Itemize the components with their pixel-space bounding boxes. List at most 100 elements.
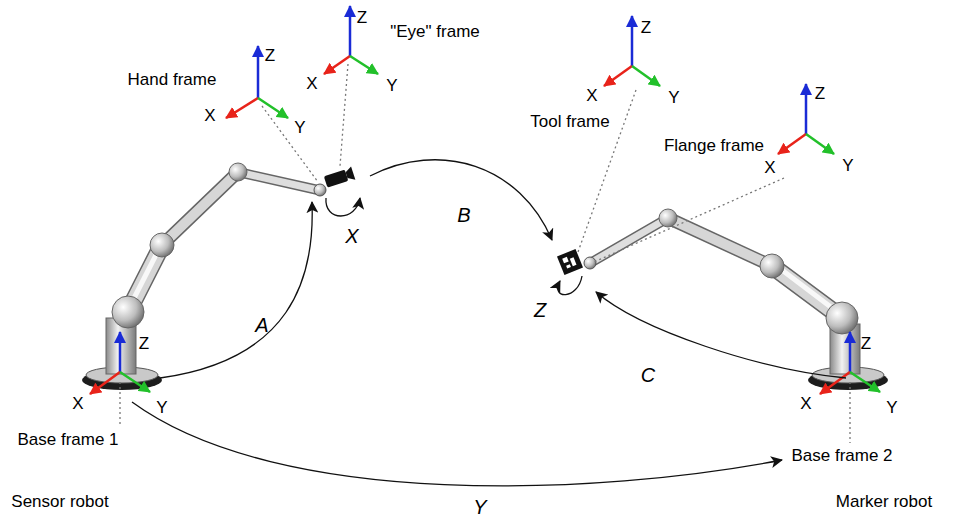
x-axis <box>324 56 350 74</box>
frame-name-text: Hand frame <box>128 70 217 89</box>
leader-line <box>262 106 318 182</box>
axis-label-text: X <box>306 74 317 93</box>
axis-label: X <box>306 74 317 94</box>
transform-label: C <box>641 364 655 387</box>
robot-forearm <box>162 172 238 245</box>
y-axis <box>806 134 834 154</box>
frame-name-text: Base frame 2 <box>791 446 892 465</box>
axis-label-text: X <box>764 158 775 177</box>
transform-arrow <box>160 202 312 378</box>
transform-arrow <box>326 198 360 216</box>
frame-name: Base frame 1 <box>17 430 118 450</box>
frame-name-text: Tool frame <box>530 112 609 131</box>
z-axis <box>119 332 122 372</box>
robot-forearm <box>162 172 238 245</box>
camera-lens <box>344 166 355 181</box>
marker-cell <box>562 257 569 264</box>
frame-name: "Eye" frame <box>390 22 480 42</box>
robot-forearm <box>668 218 772 266</box>
transform-label-text: C <box>641 364 655 386</box>
transform-label: A <box>255 314 268 337</box>
transform-arrows <box>132 160 846 486</box>
transform-label-text: X <box>345 225 358 247</box>
axis-label-text: Z <box>641 18 651 37</box>
z-axis <box>257 46 260 98</box>
y-axis <box>258 98 288 118</box>
frame-name-text: Flange frame <box>664 136 764 155</box>
z-axis <box>349 6 352 56</box>
robot-name-text: Marker robot <box>836 492 932 511</box>
axis-label-text: Y <box>668 88 679 107</box>
axis-label: Y <box>156 398 167 418</box>
transform-arrow <box>370 160 552 240</box>
frame-name-text: Base frame 1 <box>17 430 118 449</box>
axis-label: X <box>204 106 215 126</box>
axis-label-text: Z <box>861 334 871 353</box>
frame-name-text: "Eye" frame <box>390 22 480 41</box>
transform-label: B <box>457 204 470 227</box>
y-axis <box>120 372 150 392</box>
marker-robot <box>557 209 888 390</box>
transform-label: Z <box>534 299 546 322</box>
transform-label: X <box>345 225 358 248</box>
camera-symbol <box>323 166 355 188</box>
axis-label: Z <box>861 334 871 354</box>
marker-symbol <box>557 249 583 275</box>
transform-label-text: A <box>255 314 268 336</box>
x-axis <box>604 66 632 86</box>
leader-line <box>119 382 120 426</box>
leader-line <box>594 178 784 262</box>
marker-cell <box>566 264 571 268</box>
robot-joint <box>659 209 677 227</box>
axis-label: Z <box>357 8 367 28</box>
robot-joint <box>112 296 144 328</box>
robot-joint <box>150 233 174 257</box>
robot-flange <box>584 257 596 269</box>
y-axis <box>850 372 880 392</box>
robot-forearm <box>668 218 772 266</box>
transform-label-text: B <box>457 204 470 226</box>
z-axis <box>631 16 634 66</box>
x-axis <box>90 372 120 394</box>
x-axis <box>226 98 258 118</box>
leader-line <box>849 382 850 443</box>
axis-label: Z <box>641 18 651 38</box>
robot-name: Marker robot <box>836 492 932 512</box>
axis-label: Y <box>842 156 853 176</box>
marker-cell <box>570 257 577 266</box>
axis-label-text: X <box>204 106 215 125</box>
robot-highlight <box>774 264 840 314</box>
z-axis <box>805 84 808 134</box>
axis-label-text: X <box>800 394 811 413</box>
transform-arrow <box>596 292 846 378</box>
axis-label: X <box>800 394 811 414</box>
z-axis <box>849 332 852 372</box>
axis-label-text: Z <box>265 46 275 65</box>
axis-label: X <box>72 394 83 414</box>
axis-label-text: Y <box>386 76 397 95</box>
robot-wrist-link <box>238 172 318 190</box>
axis-label-text: Y <box>156 398 167 417</box>
axis-label: X <box>586 86 597 106</box>
axis-label: Z <box>815 84 825 104</box>
axis-label: Y <box>294 118 305 138</box>
camera-body <box>324 170 349 188</box>
coordinate-frames <box>90 6 880 394</box>
y-axis <box>350 56 378 74</box>
sensor-robot <box>82 163 355 390</box>
axis-label-text: Z <box>139 334 149 353</box>
transform-label-text: Z <box>534 299 546 321</box>
robot-hand <box>314 184 326 196</box>
transform-arrow <box>132 402 782 486</box>
transform-label-text: Y <box>473 495 486 517</box>
axis-label: Y <box>886 398 897 418</box>
frame-leaders <box>120 64 850 443</box>
robot-name-text: Sensor robot <box>11 492 108 511</box>
frame-name: Flange frame <box>664 136 764 156</box>
robot-wrist-link <box>238 172 318 190</box>
axis-label-text: X <box>586 86 597 105</box>
robot-wrist-link <box>592 218 668 262</box>
robot-wrist-link <box>592 218 668 262</box>
axis-label-text: Y <box>886 398 897 417</box>
